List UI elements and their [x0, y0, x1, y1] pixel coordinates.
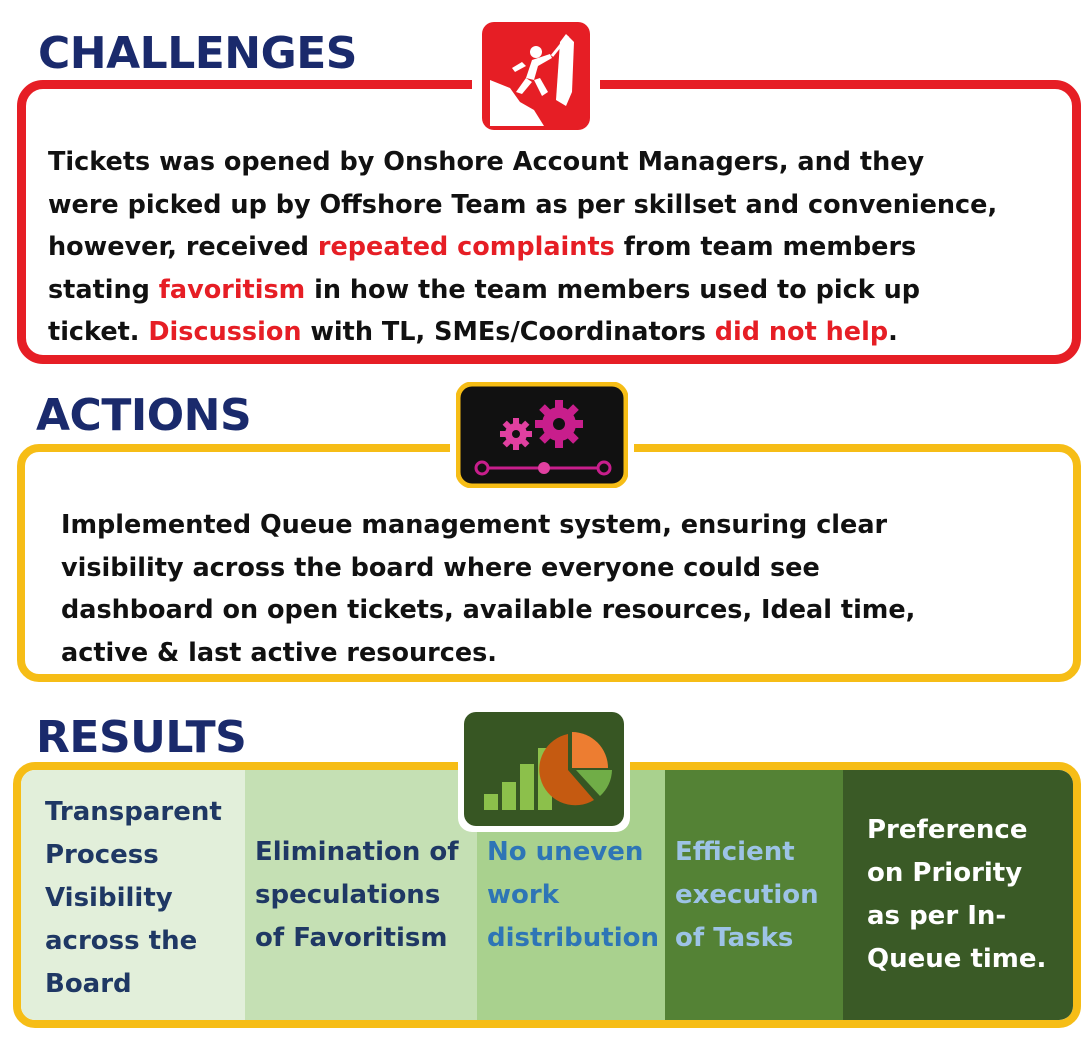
result-item: Preference on Priority as per In- Queue tim…	[843, 770, 1073, 1020]
result-item-line: Transparent	[45, 796, 222, 827]
result-item-line: work	[487, 879, 559, 910]
actions-text: Implemented Queue management system, ens…	[61, 504, 915, 674]
actions-line: visibility across the board where everyo…	[61, 552, 820, 583]
result-item-line: Elimination of	[255, 836, 459, 867]
challenges-line: ticket. Discussion with TL, SMEs/Coordin…	[48, 311, 997, 354]
result-item-line: of Favoritism	[255, 922, 448, 953]
result-item-line: as per In-	[867, 901, 1007, 931]
result-item: Elimination of speculations of Favoritism	[245, 770, 477, 1020]
result-item-line: Visibility	[45, 882, 173, 913]
body-text-segment: in how the team members used to pick up	[305, 274, 920, 305]
body-text-segment: with TL, SMEs/Coordinators	[301, 317, 715, 347]
result-item-line: on Priority	[867, 858, 1023, 888]
body-text-segment: were picked up by Offshore Team as per s…	[48, 189, 998, 220]
result-item-line: No uneven	[487, 836, 644, 867]
result-item: Efficient execution of Tasks	[665, 770, 843, 1020]
actions-line: dashboard on open tickets, available res…	[61, 595, 916, 625]
highlight-text: Discussion	[148, 317, 302, 347]
climber-icon	[472, 22, 600, 130]
result-item-line: Efficient	[675, 836, 795, 867]
result-item-line: execution	[675, 879, 819, 910]
body-text-segment: stating	[48, 274, 159, 305]
challenges-line: were picked up by Offshore Team as per s…	[48, 184, 997, 227]
body-text-segment: Tickets was opened by Onshore Account Ma…	[48, 147, 925, 177]
highlight-text: favoritism	[158, 274, 306, 305]
result-item-line: across the	[45, 925, 198, 956]
result-item-line: Process	[45, 839, 159, 870]
challenges-heading: CHALLENGES	[38, 28, 357, 79]
actions-line: active & last active resources.	[61, 637, 497, 668]
challenges-line: Tickets was opened by Onshore Account Ma…	[48, 141, 997, 184]
results-heading: RESULTS	[36, 712, 247, 763]
body-text-segment: .	[888, 317, 898, 347]
result-item-line: Preference	[867, 815, 1028, 845]
result-item-line: of Tasks	[675, 922, 794, 953]
actions-heading: ACTIONS	[36, 390, 252, 441]
actions-line: Implemented Queue management system, ens…	[61, 510, 888, 540]
result-item-line: speculations	[255, 879, 441, 910]
gears-icon	[450, 381, 634, 489]
result-item-line: Queue time.	[867, 944, 1047, 974]
body-text-segment: ticket.	[48, 317, 149, 347]
challenges-line: stating favoritism in how the team membe…	[48, 269, 997, 312]
challenges-line: however, received repeated complaints fr…	[48, 226, 997, 269]
highlight-text: did not help	[714, 317, 889, 347]
challenges-text: Tickets was opened by Onshore Account Ma…	[48, 141, 997, 354]
result-item-line: Board	[45, 968, 132, 999]
body-text-segment: from team members	[614, 232, 917, 262]
highlight-text: repeated complaints	[317, 232, 615, 262]
body-text-segment: however, received	[48, 232, 318, 262]
result-item-line: distribution	[487, 922, 659, 953]
chart-icon	[458, 706, 630, 832]
